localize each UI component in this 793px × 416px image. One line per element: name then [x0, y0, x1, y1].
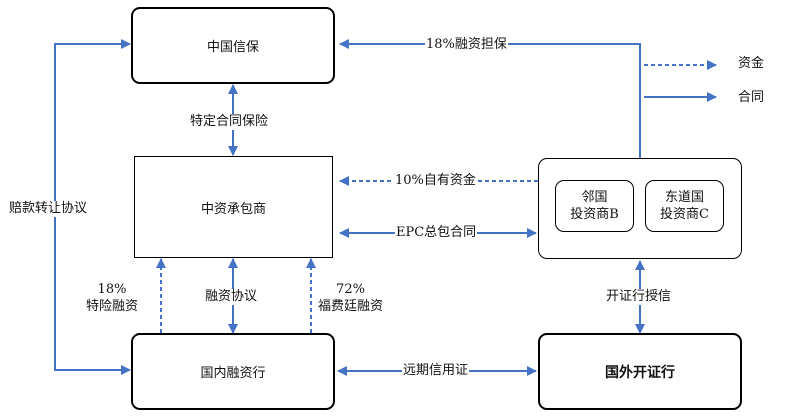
special-risk-label: 18% 特险融资	[86, 281, 138, 315]
deferred-financing-text: 福费廷融资	[318, 299, 384, 314]
deferred-financing-label: 72% 福费廷融资	[318, 281, 383, 315]
contract-insurance-label: 特定合同保险	[189, 114, 270, 130]
investor-b-line2: 投资商B	[570, 207, 619, 222]
epc-contract-label: EPC总包合同	[395, 225, 478, 241]
financing-guarantee-edge	[339, 39, 641, 158]
deferred-financing-percent: 72%	[336, 282, 365, 297]
investor-b-node: 邻国 投资商B	[555, 180, 634, 232]
legend-contract-label: 合同	[737, 90, 766, 106]
legend-funds-label: 资金	[737, 56, 766, 72]
foreign-bank-label: 国外开证行	[605, 364, 675, 381]
forward-lc-label: 远期信用证	[402, 363, 470, 379]
indemnity-transfer-label: 赔款转让协议	[8, 201, 89, 217]
sinosure-node: 中国信保	[131, 7, 335, 84]
sinosure-label: 中国信保	[206, 40, 259, 55]
special-risk-percent: 18%	[97, 282, 127, 297]
foreign-bank-node: 国外开证行	[538, 333, 742, 410]
contractor-label: 中资承包商	[200, 201, 266, 217]
investor-c-line1: 东道国	[664, 190, 704, 205]
own-funds-label: 10%自有资金	[394, 173, 477, 189]
domestic-bank-label: 国内融资行	[200, 366, 266, 381]
financing-agreement-label: 融资协议	[204, 289, 259, 305]
special-risk-text: 特险融资	[86, 299, 139, 314]
investor-b-line1: 邻国	[581, 190, 608, 205]
contractor-node: 中资承包商	[134, 156, 333, 258]
investor-c-line2: 投资商C	[660, 207, 709, 222]
domestic-bank-node: 国内融资行	[131, 333, 335, 410]
financing-guarantee-label: 18%融资担保	[425, 37, 508, 53]
investor-c-node: 东道国 投资商C	[645, 180, 724, 232]
lc-credit-label: 开证行授信	[605, 289, 673, 305]
